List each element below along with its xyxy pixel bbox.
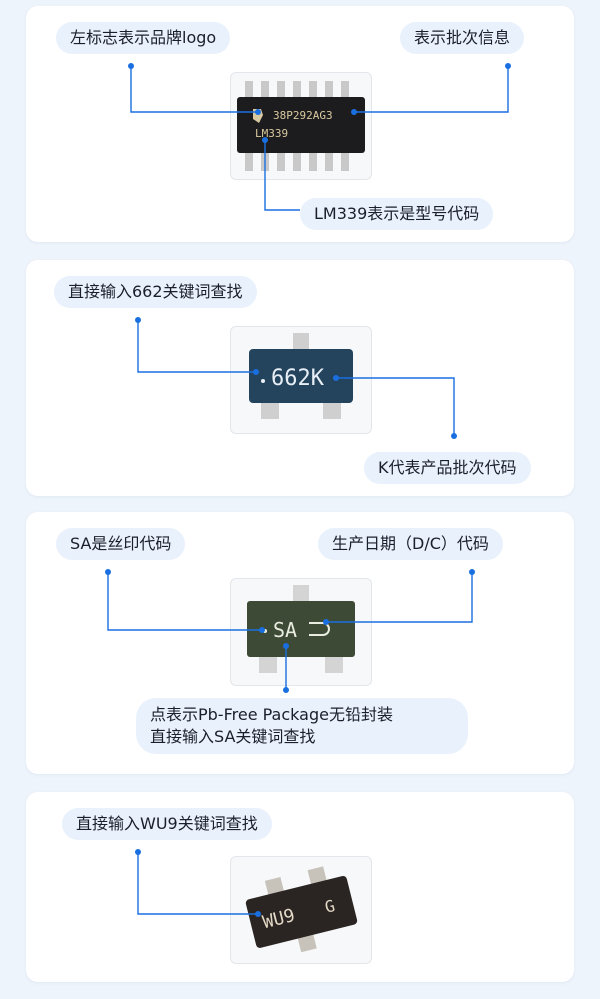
search-sa-label: 直接输入SA关键词查找 [150,727,316,746]
batch-code-label: K代表产品批次代码 [364,452,531,484]
date-code-label: 生产日期（D/C）代码 [318,528,503,560]
pb-free-label: 点表示Pb-Free Package无铅封装 [150,705,393,724]
batch-info-label: 表示批次信息 [400,22,525,54]
pb-free-note: 点表示Pb-Free Package无铅封装 直接输入SA关键词查找 [136,698,468,754]
chip-model-text: LM339 [255,127,288,140]
search-wu9-label: 直接输入WU9关键词查找 [62,808,272,840]
chip-photo-lm339: 38P292AG3 LM339 [230,72,372,180]
chip-wu9-side-text: G [323,896,337,917]
chip-batch-text: 38P292AG3 [273,109,333,122]
chip-662k-text: 662K [271,366,325,391]
card-662k: 直接输入662关键词查找 662K K代表产品批次代码 [26,260,574,496]
silkscreen-code-label: SA是丝印代码 [56,528,186,560]
card-lm339: 左标志表示品牌logo 表示批次信息 38P292AG3 LM339 LM339… [26,6,574,242]
search-662-label: 直接输入662关键词查找 [54,276,257,308]
chip-photo-wu9: WU9 G [230,856,372,964]
chip-photo-sa: SA [230,578,372,686]
model-code-label: LM339表示是型号代码 [300,198,494,230]
brand-logo-label: 左标志表示品牌logo [56,22,231,54]
chip-photo-662k: 662K [230,326,372,434]
card-sa: SA是丝印代码 生产日期（D/C）代码 SA 点表示Pb-Free Packag… [26,512,574,774]
chip-sa-text: SA [273,618,297,642]
card-wu9: 直接输入WU9关键词查找 WU9 G [26,792,574,982]
